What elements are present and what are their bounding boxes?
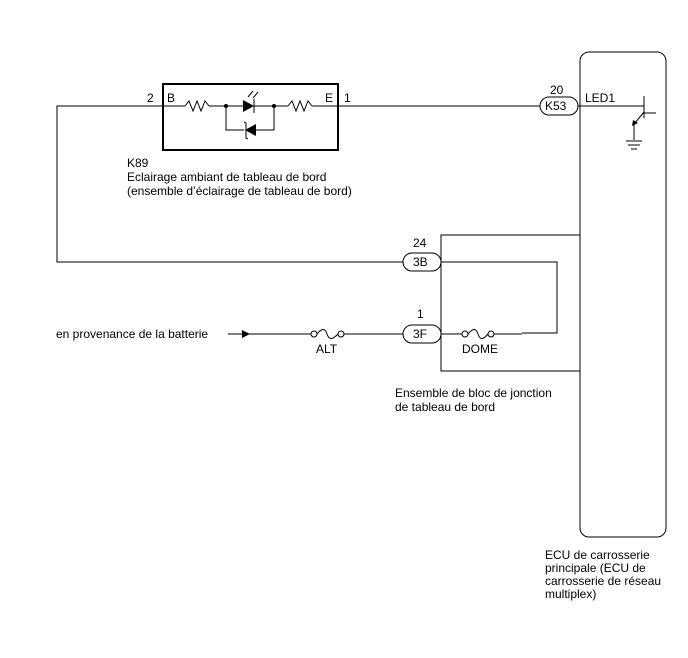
connector-3b-pin-number: 24: [413, 236, 427, 250]
resistor-icon: [184, 99, 210, 113]
dome-fuse-icon: [461, 329, 495, 339]
k89-component: [162, 83, 339, 151]
wire-junction-internal-loop: [441, 261, 558, 334]
battery-arrow-icon: [242, 330, 250, 338]
zener-diode-icon: [245, 124, 256, 136]
connector-3b: [402, 252, 442, 272]
ecu-name-line3: carrosserie de réseau: [545, 574, 661, 588]
k89-name-line2: (ensemble d’éclairage de tableau de bord…: [127, 184, 352, 198]
junction-block-name-line1: Ensemble de bloc de jonction: [395, 386, 552, 400]
junction-block-box: [440, 234, 581, 372]
k89-name-line1: Eclairage ambiant de tableau de bord: [127, 170, 326, 184]
dome-fuse-label: DOME: [462, 342, 498, 356]
battery-label: en provenance de la batterie: [56, 327, 208, 341]
k89-pin-right-number: 1: [344, 91, 351, 105]
wires: [56, 105, 636, 335]
k89-pin-left-label: B: [167, 91, 175, 105]
alt-fuse-icon: [310, 329, 345, 339]
ecu-signal-label: LED1: [585, 91, 615, 105]
alt-fuse-label: ALT: [316, 342, 338, 356]
ecu-name-line4: multiplex): [545, 587, 596, 601]
resistor-icon: [287, 99, 313, 113]
junction-block-name-line2: de tableau de bord: [395, 400, 495, 414]
k89-pin-right-label: E: [325, 91, 333, 105]
k89-id: K89: [127, 156, 149, 170]
led-icon: [243, 100, 254, 112]
k53-connector: [539, 96, 579, 116]
connector-3f-label: 3F: [413, 327, 427, 341]
ground-icon: [626, 140, 642, 150]
connector-3b-label: 3B: [413, 255, 428, 269]
ecu-name-line2: principale (ECU de: [545, 561, 646, 575]
ecu-name-line1: ECU de carrosserie: [545, 548, 650, 562]
k89-pin-left-number: 2: [147, 91, 154, 105]
wire-k89-b-to-3b: [56, 105, 403, 263]
k89-box: [162, 83, 339, 151]
transistor-icon: [632, 96, 656, 140]
k53-pin-number: 20: [550, 83, 564, 97]
connector-3f-pin-number: 1: [417, 307, 424, 321]
connector-3f: [402, 324, 442, 344]
ecu-box: [579, 51, 667, 538]
k53-connector-label: K53: [545, 99, 567, 113]
